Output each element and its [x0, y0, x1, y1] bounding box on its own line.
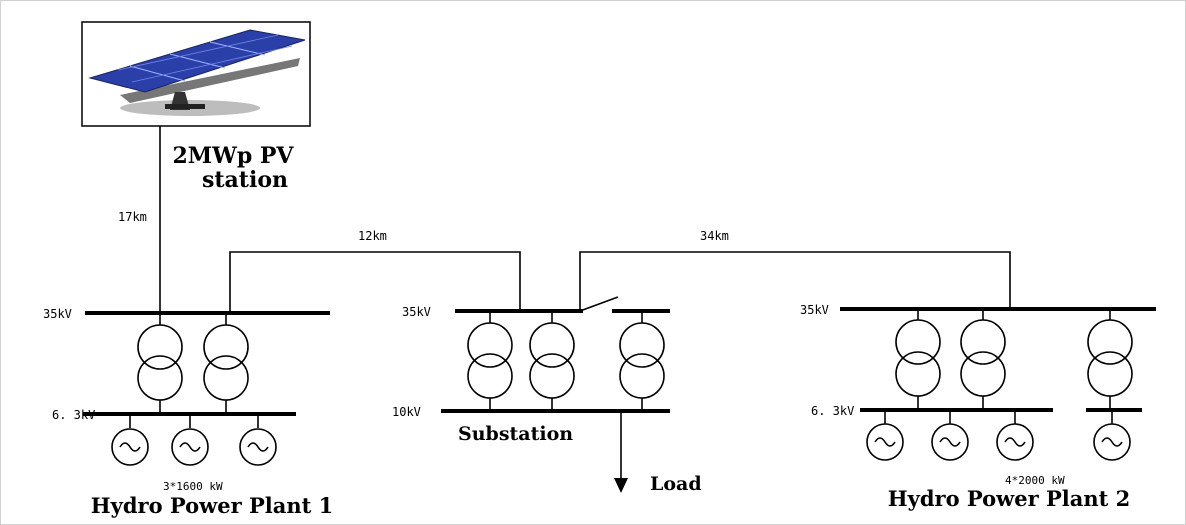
hydro-plant-1: 35kV 6. 3kV 3*1600 kW Hydro Power Plant …: [43, 307, 333, 518]
hpp1-hv-bus-label: 35kV: [43, 307, 72, 321]
substation-name: Substation: [458, 423, 573, 445]
transformer-icon: [619, 353, 665, 399]
transformer-icon: [529, 322, 575, 368]
pv-station: 2MWp PV station: [81, 21, 311, 193]
hpp1-lv-bus-label: 6. 3kV: [52, 408, 95, 422]
generator-icon: [171, 428, 209, 466]
transformer-icon: [1087, 351, 1133, 397]
transformer-icon: [203, 324, 249, 370]
substation: 35kV 10kV Substation Load: [392, 296, 702, 495]
substation-lv-bus-label: 10kV: [392, 405, 421, 419]
hpp2-generators: [866, 410, 1131, 461]
pv-title-line2: station: [202, 167, 288, 193]
line-substation-hpp2: [579, 251, 1011, 311]
hydro-plant-2: 35kV 6. 3kV: [800, 303, 1156, 511]
substation-hv-bus-label: 35kV: [402, 305, 431, 319]
transformer-icon: [203, 355, 249, 401]
hpp1-rating: 3*1600 kW: [163, 480, 223, 493]
line-hpp1-substation: [229, 251, 521, 313]
line-label-12km: 12km: [358, 229, 387, 243]
hpp2-name: Hydro Power Plant 2: [888, 486, 1130, 511]
transformer-icon: [529, 353, 575, 399]
hpp2-lv-bus-label: 6. 3kV: [811, 404, 854, 418]
substation-switch: [579, 296, 619, 312]
hpp1-generators: [111, 414, 277, 466]
generator-icon: [931, 423, 969, 461]
transformer-icon: [895, 351, 941, 397]
transmission-lines: [159, 126, 1011, 313]
hpp1-transformers: [137, 313, 249, 414]
generator-icon: [1093, 423, 1131, 461]
transformer-icon: [960, 319, 1006, 365]
substation-transformers: [467, 311, 665, 411]
pv-title-line1: 2MWp PV: [172, 143, 294, 169]
transformer-icon: [137, 324, 183, 370]
hpp2-hv-bus-label: 35kV: [800, 303, 829, 317]
line-label-34km: 34km: [700, 229, 729, 243]
line-label-17km: 17km: [118, 210, 147, 224]
transformer-icon: [137, 355, 183, 401]
transformer-icon: [619, 322, 665, 368]
transformer-icon: [895, 319, 941, 365]
load-label: Load: [650, 473, 702, 495]
load-arrow-icon: [614, 478, 628, 493]
transformer-icon: [1087, 319, 1133, 365]
transformer-icon: [467, 353, 513, 399]
generator-icon: [111, 428, 149, 466]
generator-icon: [239, 428, 277, 466]
hpp2-rating: 4*2000 kW: [1005, 474, 1065, 487]
transformer-icon: [960, 351, 1006, 397]
solar-panel-icon: [88, 29, 306, 116]
generator-icon: [866, 423, 904, 461]
transformer-icon: [467, 322, 513, 368]
hpp2-transformers: [895, 309, 1133, 410]
hpp1-name: Hydro Power Plant 1: [91, 493, 333, 518]
generator-icon: [996, 423, 1034, 461]
